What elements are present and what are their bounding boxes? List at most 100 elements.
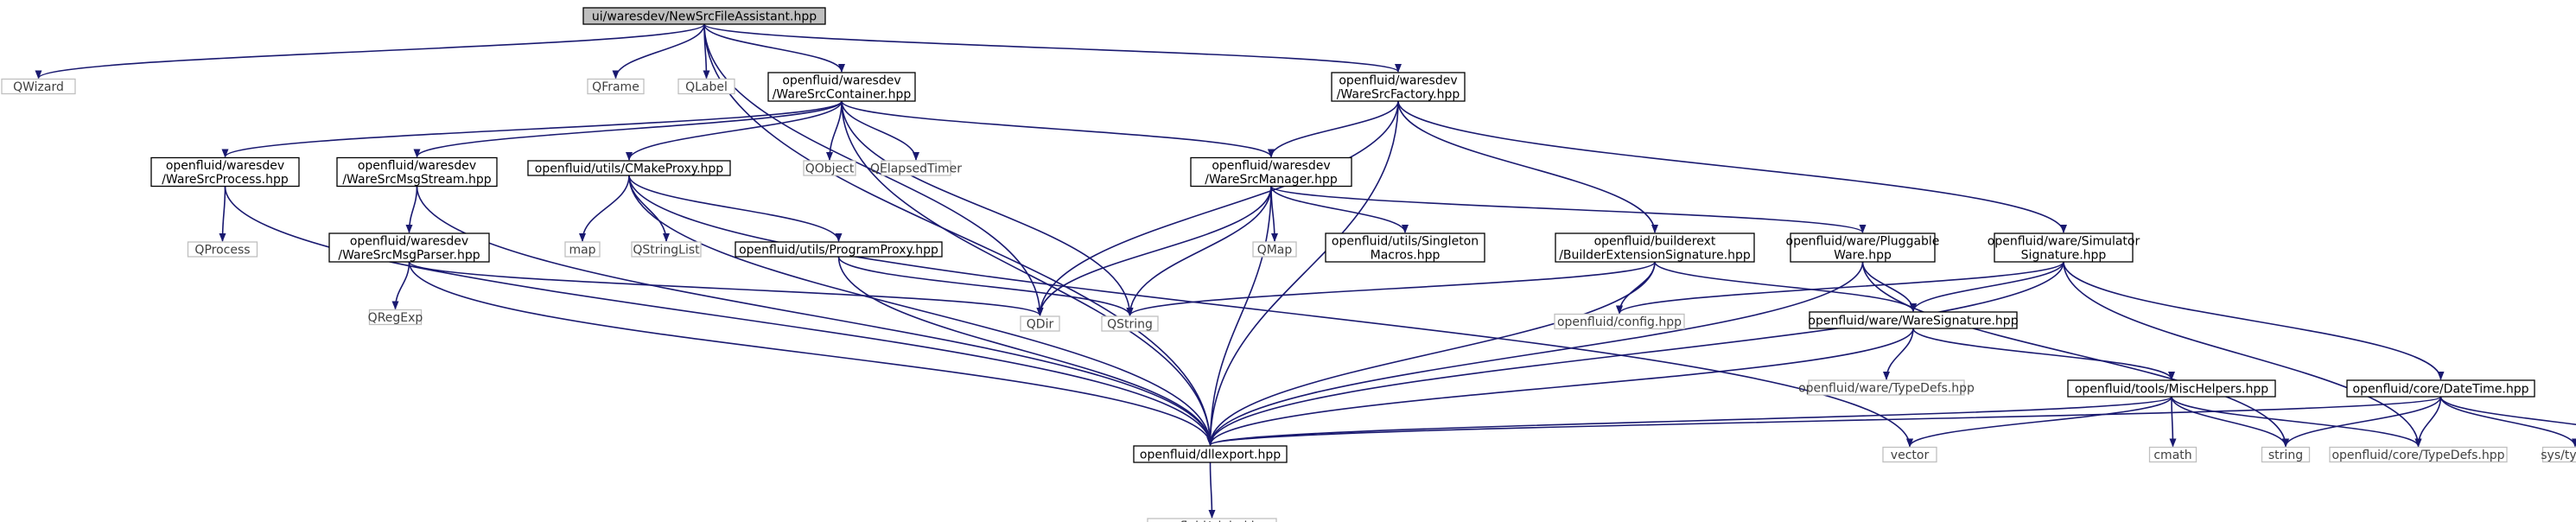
node-box-msgstream[interactable]	[336, 156, 498, 188]
node-label-process: openfluid/waresdev	[166, 159, 284, 173]
node-box-config[interactable]	[1554, 313, 1685, 330]
node-box-qdir[interactable]	[1020, 315, 1060, 332]
node-label-factory: /WareSrcFactory.hpp	[1337, 88, 1460, 102]
node-box-programproxy[interactable]	[735, 241, 943, 258]
node-box-singleton[interactable]	[1325, 232, 1485, 263]
node-string[interactable]: string	[2261, 446, 2311, 463]
node-box-root[interactable]	[582, 7, 826, 25]
node-label-qelapsed: QElapsedTimer	[870, 162, 962, 176]
node-box-map[interactable]	[564, 241, 601, 258]
node-qframe[interactable]: QFrame	[587, 78, 645, 95]
node-box-factory[interactable]	[1331, 72, 1466, 102]
node-label-mischelpers: openfluid/tools/MiscHelpers.hpp	[2075, 383, 2268, 397]
node-label-qprocess: QProcess	[194, 244, 250, 258]
node-box-string[interactable]	[2261, 446, 2311, 463]
node-box-qwizard[interactable]	[1, 78, 76, 95]
node-label-builderext: /BuilderExtensionSignature.hpp	[1559, 249, 1751, 263]
node-mischelpers[interactable]: openfluid/tools/MiscHelpers.hpp	[2067, 379, 2276, 398]
edge-cmakeproxy-to-vector	[628, 175, 1913, 448]
edge-builderext-to-qstring	[1126, 261, 1656, 316]
node-root[interactable]: ui/waresdev/NewSrcFileAssistant.hpp	[582, 7, 826, 25]
node-qdir[interactable]: QDir	[1020, 315, 1060, 332]
node-dllexport[interactable]: openfluid/dllexport.hpp	[1133, 445, 1288, 463]
node-box-waresig[interactable]	[1809, 311, 2018, 329]
node-config[interactable]: openfluid/config.hpp	[1554, 313, 1685, 330]
node-label-global: openfluid/global.hpp	[1150, 520, 1275, 522]
node-box-msgparser[interactable]	[328, 232, 490, 263]
node-label-qwizard: QWizard	[13, 80, 64, 94]
node-box-qlabel[interactable]	[677, 78, 735, 95]
node-cmath[interactable]: cmath	[2148, 446, 2198, 463]
node-box-simsig[interactable]	[1994, 232, 2134, 263]
edge-manager-to-qstring	[1126, 186, 1272, 316]
node-box-qprocess[interactable]	[187, 241, 258, 258]
node-box-vector[interactable]	[1882, 446, 1937, 463]
node-global[interactable]: openfluid/global.hpp	[1147, 518, 1277, 522]
node-box-qstring[interactable]	[1101, 315, 1159, 332]
node-cmakeproxy[interactable]: openfluid/utils/CMakeProxy.hpp	[527, 160, 731, 176]
node-qstring[interactable]: QString	[1101, 315, 1159, 332]
node-box-systypes[interactable]	[2541, 446, 2576, 463]
node-box-qframe[interactable]	[587, 78, 645, 95]
edge-mischelpers-to-string	[2171, 396, 2289, 448]
edge-msgparser-to-dllexport	[408, 261, 1214, 446]
edge-datetime-to-timeh	[2439, 396, 2576, 425]
node-qstringlist[interactable]: QStringList	[631, 241, 702, 258]
node-box-cmakeproxy[interactable]	[527, 160, 731, 176]
node-qobject[interactable]: QObject	[803, 160, 856, 176]
edge-mischelpers-to-vector	[1906, 396, 2172, 448]
edge-manager-to-qdir	[1036, 186, 1272, 316]
node-manager[interactable]: openfluid/waresdev/WareSrcManager.hpp	[1190, 156, 1352, 188]
node-programproxy[interactable]: openfluid/utils/ProgramProxy.hpp	[735, 241, 943, 258]
node-process[interactable]: openfluid/waresdev/WareSrcProcess.hpp	[150, 156, 300, 188]
node-box-mischelpers[interactable]	[2067, 379, 2276, 398]
node-box-waretypedefs[interactable]	[1808, 379, 1965, 396]
node-vector[interactable]: vector	[1882, 446, 1937, 463]
node-box-qelapsed[interactable]	[881, 160, 951, 176]
node-box-process[interactable]	[150, 156, 300, 188]
edge-factory-to-manager	[1268, 100, 1399, 158]
node-coretypedefs[interactable]: openfluid/core/TypeDefs.hpp	[2329, 446, 2508, 463]
node-box-qmap[interactable]	[1252, 241, 1297, 258]
node-qregexp[interactable]: QRegExp	[368, 309, 423, 326]
node-box-qobject[interactable]	[803, 160, 856, 176]
node-box-qregexp[interactable]	[368, 309, 423, 326]
node-waresig[interactable]: openfluid/ware/WareSignature.hpp	[1808, 311, 2019, 329]
node-factory[interactable]: openfluid/waresdev/WareSrcFactory.hpp	[1331, 72, 1466, 102]
node-box-dllexport[interactable]	[1133, 445, 1288, 463]
node-qmap[interactable]: QMap	[1252, 241, 1297, 258]
node-qwizard[interactable]: QWizard	[1, 78, 76, 95]
node-builderext[interactable]: openfluid/builderext/BuilderExtensionSig…	[1555, 232, 1755, 263]
node-label-factory: openfluid/waresdev	[1339, 74, 1457, 88]
edge-simsig-to-datetime	[2063, 261, 2445, 380]
node-box-datetime[interactable]	[2346, 379, 2535, 398]
node-datetime[interactable]: openfluid/core/DateTime.hpp	[2346, 379, 2535, 398]
node-msgparser[interactable]: openfluid/waresdev/WareSrcMsgParser.hpp	[328, 232, 490, 263]
edge-container-to-msgstream	[413, 100, 843, 158]
node-box-manager[interactable]	[1190, 156, 1352, 188]
edge-manager-to-pluggable	[1270, 185, 1867, 233]
node-label-container: /WareSrcContainer.hpp	[773, 88, 912, 102]
node-map[interactable]: map	[564, 241, 601, 258]
node-container[interactable]: openfluid/waresdev/WareSrcContainer.hpp	[767, 72, 916, 102]
node-msgstream[interactable]: openfluid/waresdev/WareSrcMsgStream.hpp	[336, 156, 498, 188]
node-box-container[interactable]	[767, 72, 916, 102]
node-box-cmath[interactable]	[2148, 446, 2198, 463]
node-box-builderext[interactable]	[1555, 232, 1755, 263]
node-qprocess[interactable]: QProcess	[187, 241, 258, 258]
node-box-global[interactable]	[1147, 518, 1277, 522]
node-systypes[interactable]: sys/types.h	[2541, 446, 2576, 463]
edge-datetime-to-systypes	[2439, 396, 2576, 448]
node-qelapsed[interactable]: QElapsedTimer	[870, 160, 962, 176]
node-qlabel[interactable]: QLabel	[677, 78, 735, 95]
edge-datetime-to-string	[2282, 396, 2442, 448]
node-box-coretypedefs[interactable]	[2329, 446, 2508, 463]
node-box-pluggable[interactable]	[1790, 232, 1936, 263]
node-label-programproxy: openfluid/utils/ProgramProxy.hpp	[739, 244, 938, 258]
node-waretypedefs[interactable]: openfluid/ware/TypeDefs.hpp	[1798, 379, 1975, 396]
node-box-qstringlist[interactable]	[631, 241, 702, 258]
edge-cmakeproxy-to-qstringlist	[628, 175, 670, 242]
